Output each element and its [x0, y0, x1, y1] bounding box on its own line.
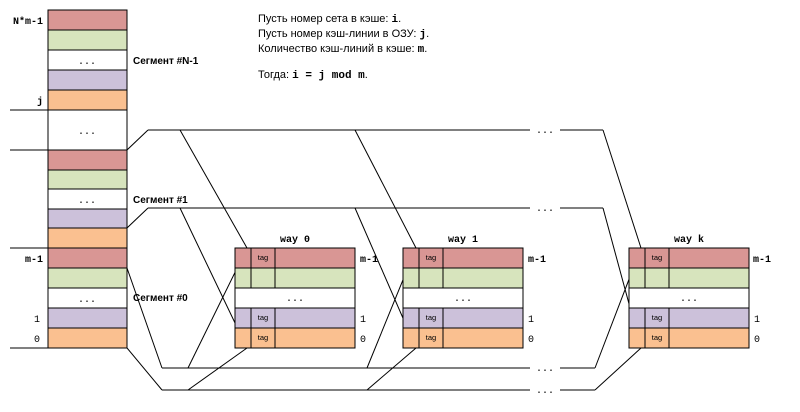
way-1-tag: tag [426, 333, 436, 342]
way-0-tag: tag [258, 313, 268, 322]
way-1-cell [402, 247, 524, 269]
way-0-cell [234, 267, 356, 289]
gap-ellipsis: ... [536, 126, 554, 137]
memory-cell [47, 208, 128, 229]
guide-line [126, 129, 149, 151]
way-1-tag: tag [426, 313, 436, 322]
way-k-tag: tag [652, 313, 662, 322]
way-k-title: way k [674, 234, 704, 246]
way-k-ellipsis: ... [680, 294, 698, 305]
way-k-cell [628, 267, 750, 289]
way-0-cell [234, 247, 356, 269]
note-line-count: Количество кэш-линий в кэше: m. [258, 43, 427, 56]
connection-lines: ... ... ... ... [126, 126, 642, 397]
guide-line [602, 129, 642, 249]
memory-ellipsis: ... [78, 127, 96, 138]
way-1-title: way 1 [448, 235, 478, 246]
way-k-tag: tag [652, 333, 662, 342]
way-k-cell [628, 247, 750, 269]
way-k-block: way k tag tag tag ... m-1 1 0 [628, 234, 771, 349]
memory-cell [47, 247, 128, 269]
gap-ellipsis: ... [536, 204, 554, 215]
way-1-block: way 1 tag tag tag ... m-1 1 0 [402, 235, 546, 349]
segment-label-1: Сегмент #1 [133, 195, 188, 206]
way-1-tag: tag [426, 253, 436, 262]
way-0-label-1: 1 [360, 315, 366, 326]
label-one: 1 [34, 315, 40, 326]
way-0-title: way 0 [280, 235, 310, 246]
way-1-label-0: 0 [528, 335, 534, 346]
guide-line [179, 129, 248, 249]
guide-line [126, 267, 163, 369]
note-set-number: Пусть номер сета в кэше: i. [258, 13, 401, 26]
way-1-cell [402, 307, 524, 329]
memory-cell [47, 307, 128, 329]
way-1-cell [402, 267, 524, 289]
label-top-index: N*m-1 [13, 16, 43, 28]
way-1-label-m-1: m-1 [528, 255, 546, 266]
memory-cell [47, 149, 128, 171]
memory-cell [47, 169, 128, 190]
way-0-cell [234, 307, 356, 329]
guide-line [126, 347, 163, 391]
way-k-tag: tag [652, 253, 662, 262]
memory-column: ... ... ... ... N*m-1 j m-1 1 0 Сегмент … [10, 9, 199, 349]
memory-cell [47, 267, 128, 289]
way-0-tag: tag [258, 253, 268, 262]
memory-cell [47, 69, 128, 91]
guide-line [594, 347, 642, 391]
note-line-number: Пусть номер кэш-линии в ОЗУ: j. [258, 28, 429, 41]
way-1-ellipsis: ... [454, 294, 472, 305]
label-m-1: m-1 [25, 255, 43, 266]
note-formula: Тогда: i = j mod m. [258, 69, 368, 82]
guide-line [126, 207, 149, 229]
label-j: j [37, 96, 43, 108]
way-1-label-1: 1 [528, 315, 534, 326]
way-k-label-m-1: m-1 [753, 255, 771, 266]
way-k-cell [628, 307, 750, 329]
guide-line [366, 347, 417, 391]
way-0-tag: tag [258, 333, 268, 342]
way-0-cell [234, 327, 356, 349]
memory-cell [47, 29, 128, 51]
memory-ellipsis: ... [78, 295, 96, 306]
gap-ellipsis: ... [536, 364, 554, 375]
way-0-label-m-1: m-1 [360, 255, 378, 266]
memory-cell [47, 227, 128, 249]
way-k-cell [628, 327, 750, 349]
segment-label-n-1: Сегмент #N-1 [133, 56, 199, 67]
guide-line [187, 347, 248, 391]
guide-line [354, 129, 417, 249]
way-0-block: way 0 tag tag tag ... m-1 1 0 [234, 235, 378, 349]
label-zero: 0 [34, 335, 40, 346]
notes-block: Пусть номер сета в кэше: i. Пусть номер … [258, 13, 429, 82]
way-0-label-0: 0 [360, 335, 366, 346]
memory-cell [47, 327, 128, 349]
way-1-cell [402, 327, 524, 349]
way-k-label-1: 1 [754, 315, 760, 326]
memory-cell [47, 89, 128, 111]
way-0-ellipsis: ... [286, 294, 304, 305]
memory-ellipsis: ... [78, 57, 96, 68]
memory-ellipsis: ... [78, 196, 96, 207]
segment-label-0: Сегмент #0 [133, 293, 188, 304]
gap-ellipsis: ... [536, 386, 554, 397]
memory-cell [47, 9, 128, 31]
way-k-label-0: 0 [754, 335, 760, 346]
